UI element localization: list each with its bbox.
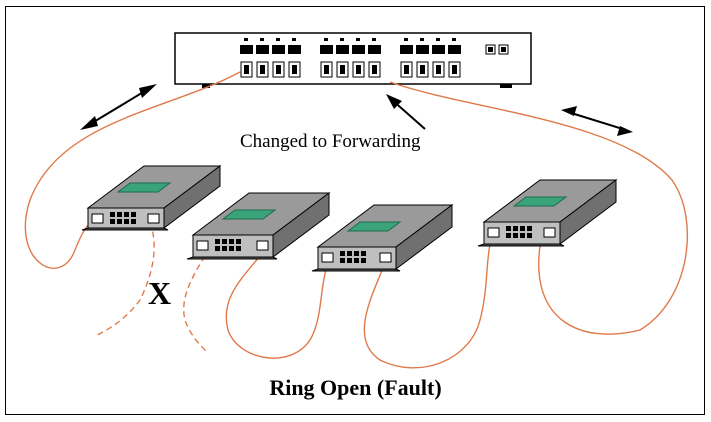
rj45-port xyxy=(240,45,253,54)
device-port xyxy=(340,258,345,263)
bidirectional-arrow-right xyxy=(561,106,633,136)
device-base xyxy=(311,268,401,272)
device-port xyxy=(520,233,525,238)
device-port xyxy=(354,251,359,256)
rj45-port xyxy=(352,45,365,54)
rj45-port xyxy=(416,45,429,54)
device-display xyxy=(512,196,568,207)
ring-device xyxy=(186,192,331,260)
device-port xyxy=(131,212,136,217)
device-port xyxy=(513,226,518,231)
device-fiber-socket xyxy=(256,240,269,251)
rj45-port xyxy=(400,45,413,54)
device-port xyxy=(347,258,352,263)
device-fiber-socket xyxy=(91,213,104,224)
device-port xyxy=(124,219,129,224)
rj45-port xyxy=(256,45,269,54)
device-port xyxy=(520,226,525,231)
port-led xyxy=(324,38,328,41)
device-port xyxy=(527,233,532,238)
rj45-port xyxy=(368,45,381,54)
port-led xyxy=(436,38,440,41)
forwarding-annotation: Changed to Forwarding xyxy=(240,131,421,152)
device-port xyxy=(513,233,518,238)
device-port xyxy=(124,212,129,217)
device-base xyxy=(81,227,169,231)
ring-devices xyxy=(81,165,618,272)
port-led xyxy=(244,38,248,41)
diagram-caption: Ring Open (Fault) xyxy=(269,375,442,400)
device-port xyxy=(527,226,532,231)
device-fiber-socket xyxy=(196,240,209,251)
forwarding-arrow xyxy=(386,94,426,130)
port-led xyxy=(276,38,280,41)
device-fiber-socket xyxy=(379,252,392,263)
fiber-port-core xyxy=(436,65,441,74)
device-port xyxy=(361,258,366,263)
device-display xyxy=(346,221,402,232)
device-port xyxy=(236,246,241,251)
port-led xyxy=(356,38,360,41)
port-led xyxy=(340,38,344,41)
device-port xyxy=(506,226,511,231)
device-display xyxy=(116,182,172,193)
device-port xyxy=(340,251,345,256)
rj45-port xyxy=(288,45,301,54)
ring-device xyxy=(81,165,222,231)
rj45-port xyxy=(336,45,349,54)
port-led xyxy=(372,38,376,41)
fiber-port-core xyxy=(340,65,345,74)
device-port xyxy=(110,219,115,224)
device-fiber-socket xyxy=(543,227,556,238)
fiber-port-core xyxy=(372,65,377,74)
device-port xyxy=(236,239,241,244)
fiber-port-core xyxy=(356,65,361,74)
port-led xyxy=(292,38,296,41)
device-port xyxy=(110,212,115,217)
device-port xyxy=(506,233,511,238)
device-port xyxy=(222,246,227,251)
port-led xyxy=(420,38,424,41)
device-port xyxy=(361,251,366,256)
port-led xyxy=(452,38,456,41)
device-base xyxy=(186,256,278,260)
device-port xyxy=(117,212,122,217)
device-port xyxy=(215,239,220,244)
rj45-port xyxy=(432,45,445,54)
device-port xyxy=(117,219,122,224)
fiber-port-core xyxy=(292,65,297,74)
device-fiber-socket xyxy=(147,213,160,224)
device-port xyxy=(229,239,234,244)
ring-device xyxy=(477,179,618,247)
main-switch xyxy=(174,32,532,88)
device-port xyxy=(222,239,227,244)
device-base xyxy=(477,243,565,247)
device-display xyxy=(221,209,277,220)
rj45-port xyxy=(272,45,285,54)
fiber-port-core xyxy=(324,65,329,74)
fiber-port-core xyxy=(404,65,409,74)
device-port xyxy=(347,251,352,256)
device-port xyxy=(215,246,220,251)
port-led xyxy=(260,38,264,41)
port-led xyxy=(404,38,408,41)
ring-device xyxy=(311,204,454,272)
bidirectional-arrow-left xyxy=(80,84,157,130)
rj45-port xyxy=(448,45,461,54)
device-port xyxy=(354,258,359,263)
rj45-port xyxy=(320,45,333,54)
fiber-port-core xyxy=(276,65,281,74)
device-port xyxy=(229,246,234,251)
fiber-port-core xyxy=(420,65,425,74)
device-fiber-socket xyxy=(487,227,500,238)
fiber-port-core xyxy=(244,65,249,74)
fiber-port-core xyxy=(260,65,265,74)
device-port xyxy=(131,219,136,224)
fiber-port-core xyxy=(452,65,457,74)
device-fiber-socket xyxy=(321,252,334,263)
ring-cables xyxy=(24,71,689,369)
fault-mark: X xyxy=(148,275,172,311)
